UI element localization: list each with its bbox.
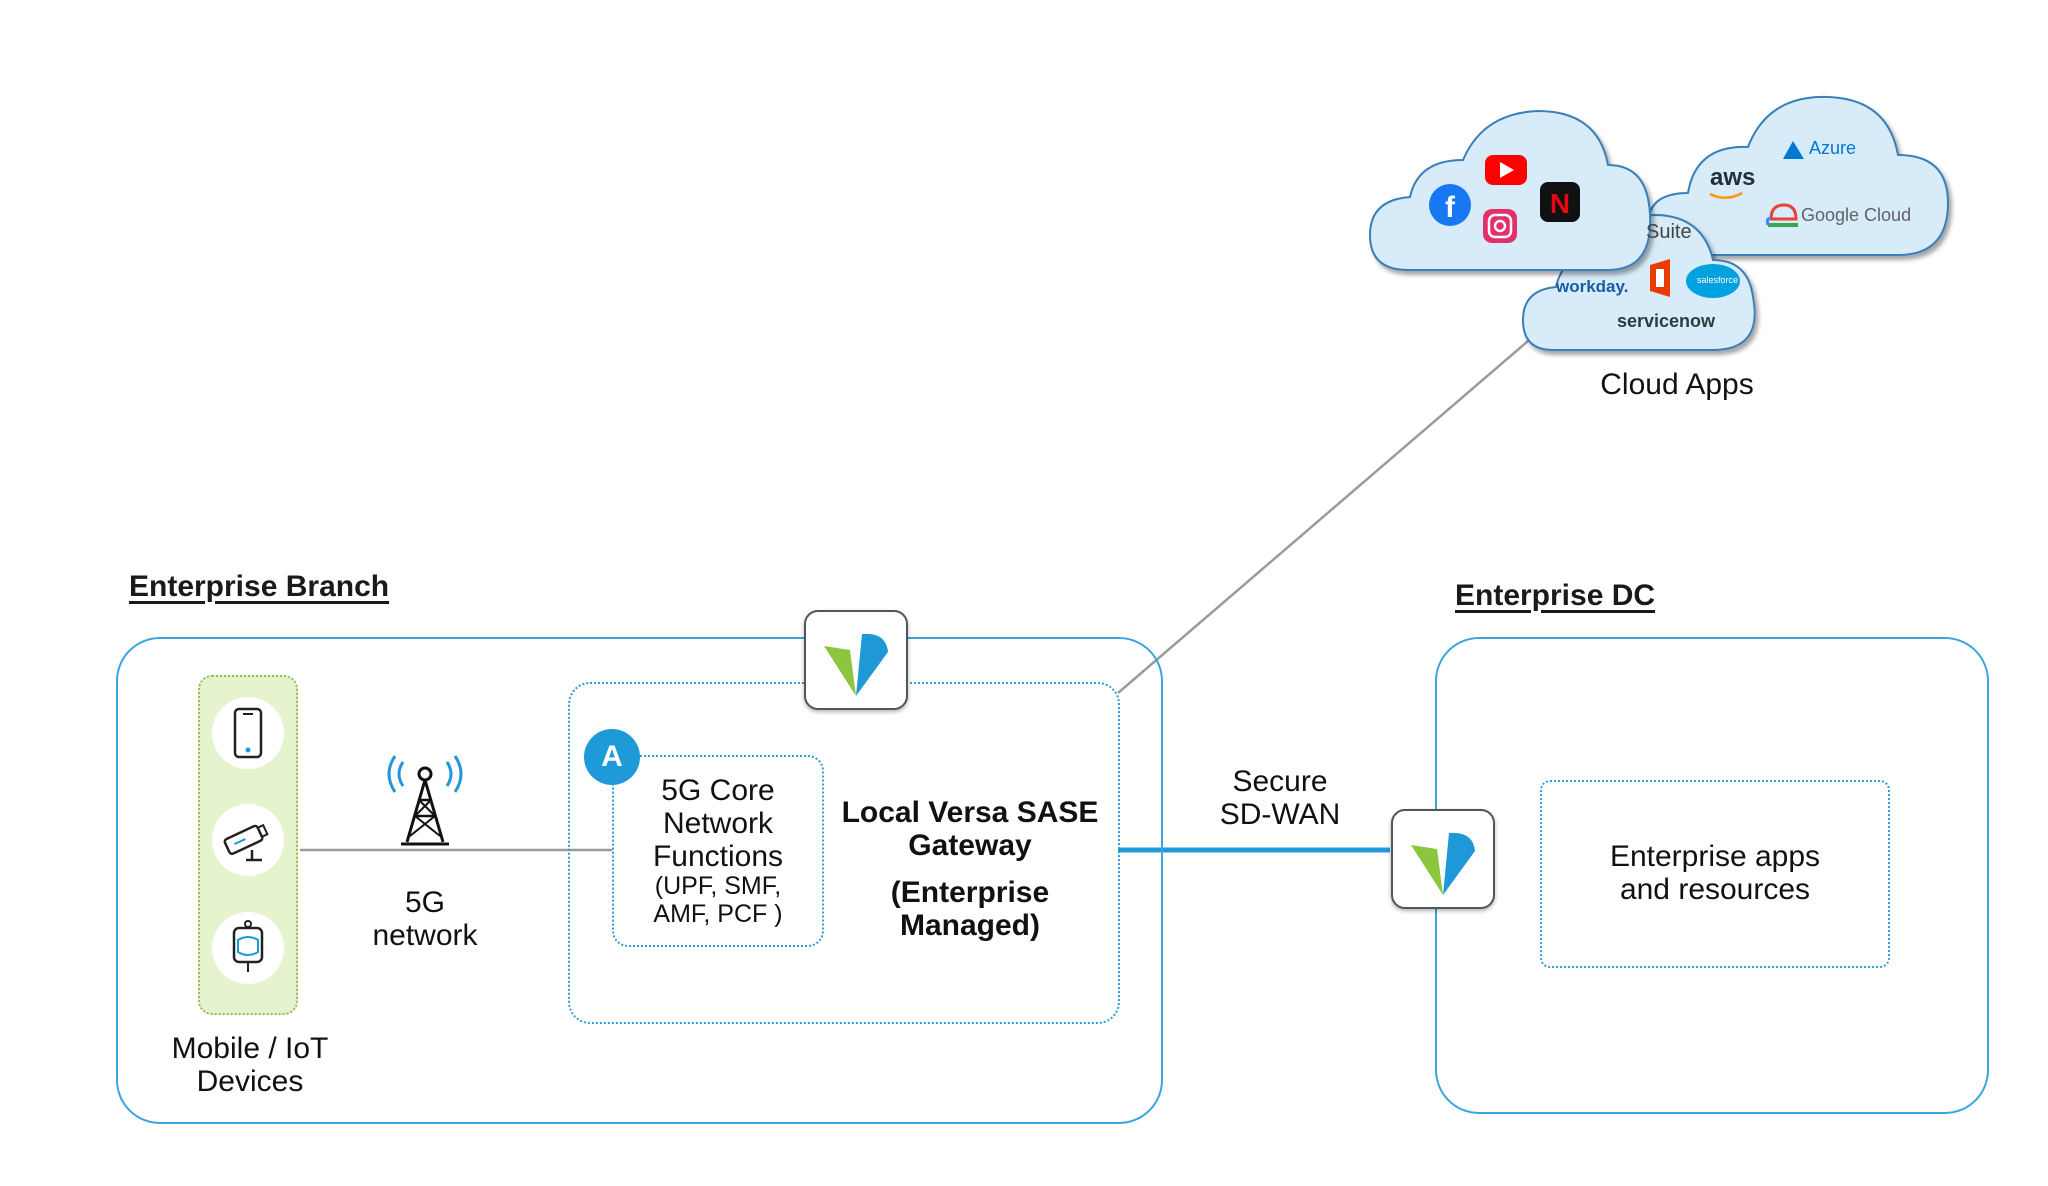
devices-label-line: Devices [196,1065,304,1098]
salesforce-logo-text: salesforce [1697,275,1739,285]
core-badge: A [584,729,640,785]
branch-container [116,637,1163,1124]
youtube-icon [1485,155,1527,185]
iaas-cloud-shape [1646,95,1950,256]
cell-tower-icon [387,755,463,846]
enterprise-resources-box [1540,780,1890,968]
gateway-title: Local Versa SASE Gateway [835,796,1105,862]
sdwan-label: Secure SD-WAN [1170,765,1390,831]
resources-label-line: Enterprise apps [1609,840,1821,873]
cloud-apps-graphic: f N [1368,95,1950,351]
network-label-line: network [372,919,478,952]
workday-logo-text: workday. [1556,277,1629,296]
facebook-icon: f [1429,184,1471,226]
svg-text:f: f [1445,191,1456,224]
devices-label-line: Mobile / IoT [171,1032,329,1065]
sdwan-label-line: Secure [1232,765,1328,798]
gateway-title-line: Local Versa SASE [841,796,1099,829]
azure-icon [1783,141,1804,159]
google-cloud-icon [1765,203,1798,227]
gateway-sub-line: (Enterprise [890,876,1050,909]
network-label-line: 5G [404,886,446,919]
core-title-line: Network [662,807,774,840]
resources-label: Enterprise apps and resources [1540,840,1890,906]
instagram-icon [1483,209,1517,243]
servicenow-logo-text: servicenow [1617,311,1716,331]
device-smartphone [212,697,284,769]
netflix-icon: N [1540,182,1580,222]
svg-text:N: N [1550,188,1570,219]
network-label: 5G network [335,886,515,952]
sdwan-label-line: SD-WAN [1219,798,1341,831]
core-title-line: 5G Core [661,774,775,807]
aws-logo-text: aws [1710,164,1756,191]
device-iot-sensor [212,912,284,984]
core-title-line: Functions [652,840,784,873]
device-camera [212,804,284,876]
versa-logo-icon [1391,809,1495,909]
versa-logo-icon [804,610,908,710]
smartphone-icon [233,707,263,759]
security-camera-icon [223,823,269,862]
cloud-apps-label: Cloud Apps [1600,368,1754,401]
core-detail-line: AMF, PCF ) [653,900,783,928]
gateway-sub-line: Managed) [899,909,1040,942]
azure-logo-text: Azure [1809,138,1857,158]
resources-label-line: and resources [1619,873,1811,906]
aws-smile-icon [1709,191,1743,199]
google-cloud-logo-text: Google Cloud [1801,205,1912,225]
core-details: (UPF, SMF, AMF, PCF ) [612,872,824,928]
iot-sensor-icon [232,920,264,972]
core-title: 5G Core Network Functions [612,774,824,873]
office-icon [1650,259,1670,297]
gateway-to-cloud-line [1117,334,1536,694]
gateway-title-line: Gateway [908,829,1032,862]
branch-title: Enterprise Branch [129,570,390,603]
core-functions-box [612,755,824,947]
salesforce-icon [1686,264,1740,298]
suite-logo-text: Suite [1646,221,1692,243]
device-column [198,675,298,1015]
dc-title: Enterprise DC [1455,579,1656,612]
social-cloud-shape [1368,109,1652,271]
core-detail-line: (UPF, SMF, [654,872,782,900]
gateway-subtitle: (Enterprise Managed) [835,876,1105,942]
devices-label: Mobile / IoT Devices [140,1032,360,1098]
